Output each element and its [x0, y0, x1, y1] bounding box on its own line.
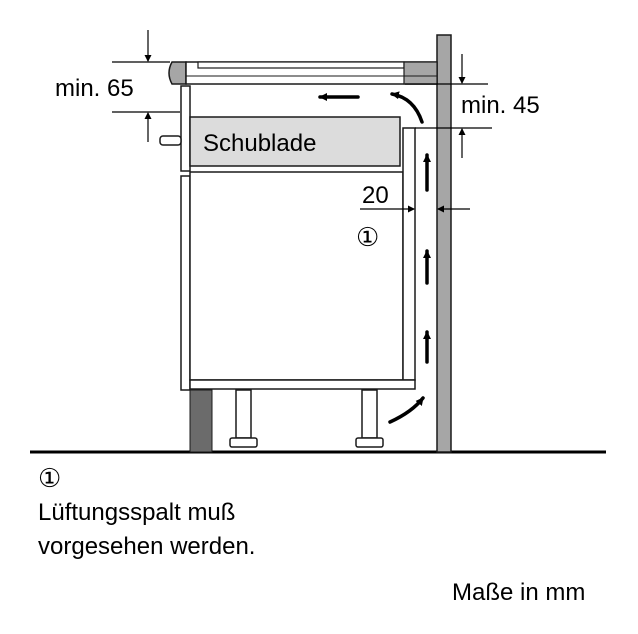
- airflow-arrow-curve: [390, 91, 424, 124]
- leg-right: [355, 389, 384, 448]
- hob-frame-right: [403, 61, 438, 85]
- label-min-65: min. 65: [55, 75, 134, 102]
- cabinet-side-upper: [180, 85, 191, 172]
- label-min-45: min. 45: [461, 92, 540, 119]
- units-note: Maße in mm: [452, 579, 586, 606]
- label-marker-circled-1: ①: [356, 223, 380, 253]
- legend-marker: ①: [38, 464, 62, 494]
- label-gap-20: 20: [362, 182, 389, 209]
- cabinet-bottom: [189, 379, 416, 390]
- plinth-front: [189, 389, 213, 453]
- leg-left: [229, 389, 258, 448]
- airflow-arrows: [318, 91, 431, 424]
- cabinet-side-lower: [180, 175, 191, 391]
- drawer-handle: [159, 135, 182, 146]
- dimension-min-45: [405, 54, 492, 158]
- dimension-min-65: [112, 30, 180, 142]
- legend-line-1: Lüftungsspalt muß: [38, 499, 236, 526]
- hob-glass-edge: [197, 61, 405, 69]
- countertop: [168, 61, 187, 85]
- wall-panel: [436, 34, 452, 453]
- label-drawer: Schublade: [203, 130, 317, 157]
- drawer: [189, 116, 401, 167]
- legend-line-2: vorgesehen werden.: [38, 533, 256, 560]
- airflow-arrow-inlet: [388, 396, 425, 424]
- cabinet-back-panel: [402, 127, 416, 381]
